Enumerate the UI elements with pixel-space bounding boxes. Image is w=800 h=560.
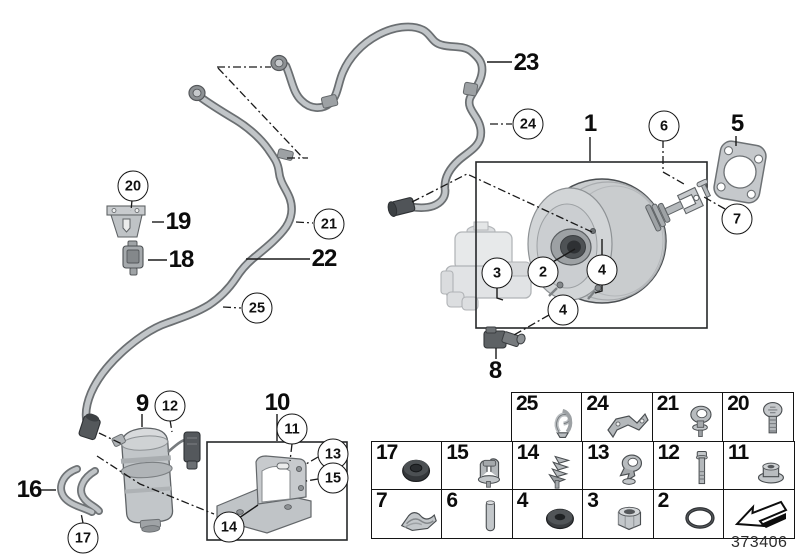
- callout-6-circle[interactable]: 6: [648, 110, 680, 142]
- grid-cell-label: 2: [657, 488, 670, 512]
- grid-cell-label: 3: [587, 488, 599, 512]
- grid-cell-25[interactable]: 25: [511, 392, 583, 443]
- callout-20-circle[interactable]: 20: [117, 170, 149, 202]
- grid-cell-label: 21: [656, 392, 679, 415]
- grid-cell-20[interactable]: 20: [722, 392, 795, 443]
- rubber-damper-icon: [545, 508, 574, 530]
- booster-group-box: [475, 161, 708, 329]
- grid-cell-11[interactable]: 11: [723, 440, 795, 491]
- grid-cell-label: 4: [516, 488, 529, 512]
- callout-19[interactable]: 19: [165, 208, 192, 235]
- gasket: [713, 140, 767, 204]
- callout-7-circle[interactable]: 7: [721, 203, 753, 235]
- grid-cell-24[interactable]: 24: [581, 392, 654, 443]
- callout-4-circle[interactable]: 4: [586, 254, 618, 286]
- pressure-connector-8: [483, 326, 526, 349]
- callout-2-circle[interactable]: 2: [527, 256, 559, 288]
- doc-number: 373406: [731, 534, 788, 551]
- grid-cell-3[interactable]: 3: [582, 488, 655, 539]
- callout-9[interactable]: 9: [135, 390, 149, 417]
- screw-icon: [763, 401, 783, 433]
- callout-22[interactable]: 22: [311, 245, 338, 272]
- grid-cell-15[interactable]: 15: [441, 440, 514, 491]
- flange-nut-icon: [757, 462, 784, 484]
- pump-cable-connector: [167, 431, 201, 470]
- rubber-holder-16: [57, 465, 103, 516]
- callout-3-circle[interactable]: 3: [481, 257, 513, 289]
- vacuum-pump-9: [111, 427, 174, 533]
- grid-cell-label: 24: [586, 392, 608, 415]
- callout-16[interactable]: 16: [16, 476, 43, 503]
- spring-clip-icon: [554, 408, 573, 438]
- spring-plate-icon: [400, 512, 437, 532]
- callout-5[interactable]: 5: [730, 110, 744, 137]
- grid-cell-14[interactable]: 14: [511, 440, 584, 491]
- nut-icon: [617, 506, 642, 531]
- callout-23[interactable]: 23: [513, 49, 540, 76]
- callout-4b-circle[interactable]: 4: [547, 294, 579, 326]
- bracket-group-box: [206, 441, 348, 541]
- callout-17-circle[interactable]: 17: [67, 522, 99, 554]
- grid-cell-label: 12: [657, 440, 680, 464]
- grid-cell-13[interactable]: 13: [582, 440, 655, 491]
- hose-clip-icon: [619, 454, 643, 485]
- grid-cell-label: 15: [446, 440, 468, 464]
- grid-cell-label: 14: [516, 440, 539, 464]
- clip-icon: [478, 458, 501, 488]
- grid-cell-6[interactable]: 6: [441, 488, 514, 539]
- callout-12-circle[interactable]: 12: [154, 390, 186, 422]
- grid-cell-4[interactable]: 4: [511, 488, 584, 539]
- vacuum-hose-23: [270, 22, 487, 217]
- leader-lines-solid: [40, 61, 737, 519]
- callout-11-circle[interactable]: 11: [276, 413, 308, 445]
- booster-push-rod: [645, 186, 704, 232]
- grid-cell-17[interactable]: 17: [371, 440, 443, 491]
- leader-lines-dashdot: [80, 66, 726, 524]
- callout-1[interactable]: 1: [583, 110, 597, 137]
- o-ring-icon: [685, 507, 716, 529]
- bracket-19: [106, 205, 146, 238]
- bolt-icon: [696, 450, 709, 485]
- clamp-grommet-icon: [689, 405, 712, 437]
- clip-18: [122, 240, 144, 276]
- fir-tree-clip-icon: [547, 455, 571, 489]
- grid-cell-label: 17: [376, 440, 398, 464]
- grid-cell-12[interactable]: 12: [652, 440, 725, 491]
- grid-cell-label: 6: [446, 488, 458, 512]
- grid-cell-label: 7: [376, 488, 388, 512]
- nav-arrow-icon: [734, 500, 788, 528]
- callout-8[interactable]: 8: [488, 357, 502, 384]
- grid-cell-label: 20: [727, 392, 749, 415]
- callout-18[interactable]: 18: [168, 246, 195, 273]
- grid-cell-label: 25: [516, 392, 538, 415]
- grid-cell-21[interactable]: 21: [651, 392, 724, 443]
- grid-cell-nav[interactable]: [723, 488, 795, 539]
- vacuum-pipe-22: [78, 84, 296, 441]
- grid-cell-2[interactable]: 2: [652, 488, 725, 539]
- grid-cell-label: 13: [587, 440, 609, 464]
- callout-24-circle[interactable]: 24: [512, 108, 544, 140]
- callout-14-circle[interactable]: 14: [213, 511, 245, 543]
- callout-10[interactable]: 10: [264, 389, 291, 416]
- grid-cell-label: 11: [728, 440, 749, 464]
- callout-21-circle[interactable]: 21: [313, 208, 345, 240]
- callout-25-circle[interactable]: 25: [241, 292, 273, 324]
- bracket-icon: [607, 412, 650, 438]
- pin-icon: [485, 500, 496, 532]
- callout-15-circle[interactable]: 15: [317, 462, 349, 494]
- clevis-pin: [696, 178, 712, 198]
- rubber-grommet-icon: [401, 459, 430, 483]
- grid-cell-7[interactable]: 7: [371, 488, 443, 539]
